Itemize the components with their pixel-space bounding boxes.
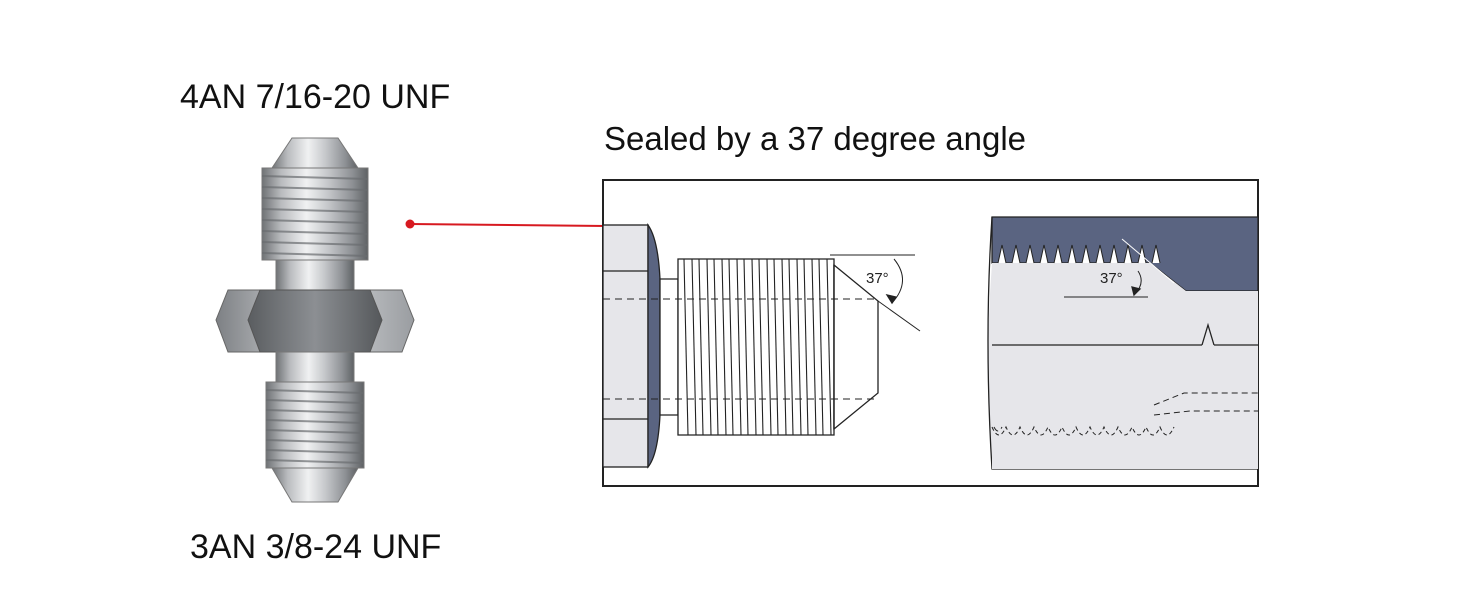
bottom-flare-cone xyxy=(271,467,359,503)
an-union-fitting-image xyxy=(215,137,415,503)
seal-caption: Sealed by a 37 degree angle xyxy=(604,120,1027,157)
bottom-thread-label: 3AN 3/8-24 UNF xyxy=(190,528,442,566)
female-fitting-drawing xyxy=(987,216,1259,470)
female-angle-label: 37° xyxy=(1100,270,1123,287)
callout-line xyxy=(405,219,607,229)
top-thread-section xyxy=(261,167,369,261)
top-thread-label: 4AN 7/16-20 UNF xyxy=(180,78,451,116)
male-fitting-drawing xyxy=(602,222,921,469)
top-flare-cone xyxy=(271,137,359,169)
male-angle-label: 37° xyxy=(866,270,889,287)
seal-detail-drawing: 37° 37° xyxy=(602,179,1259,487)
bottom-thread-section xyxy=(265,381,365,469)
